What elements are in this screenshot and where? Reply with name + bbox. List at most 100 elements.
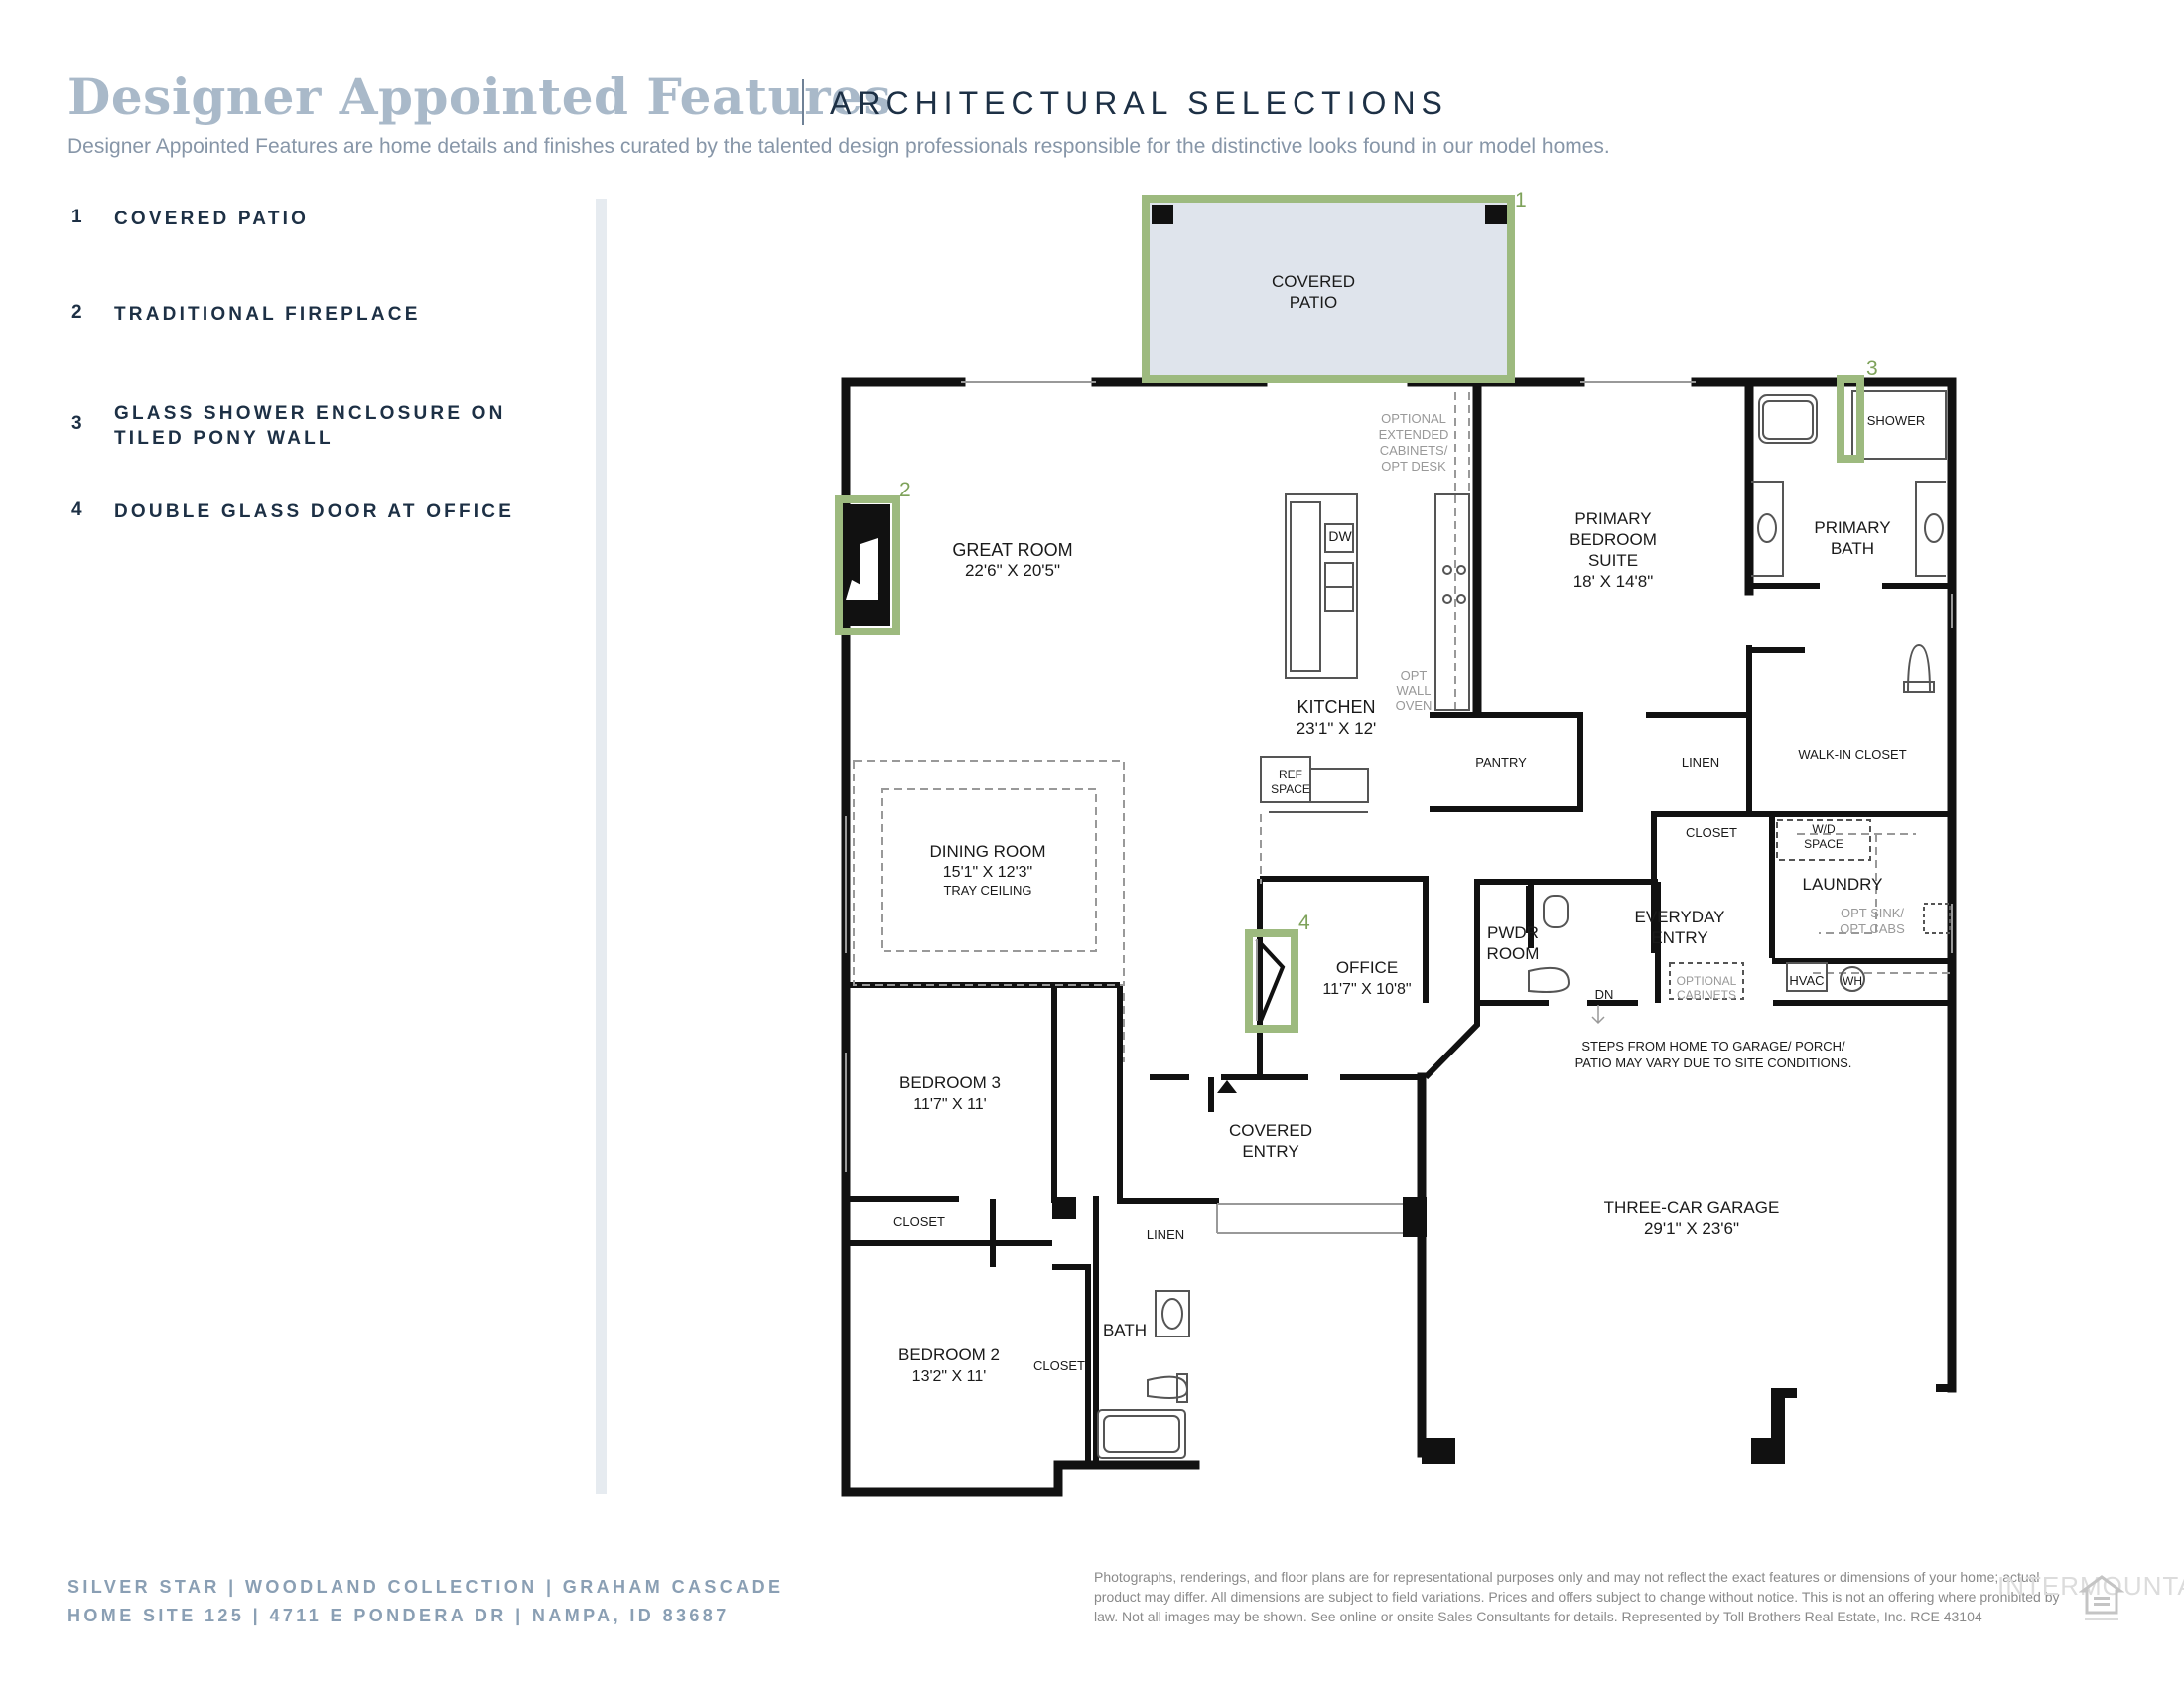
feature-markers: 1 2 3 4 (899, 189, 1878, 934)
label-primary-bath: PRIMARY (1814, 518, 1890, 537)
label-opt-sink: OPT CABS (1840, 921, 1905, 936)
label-bath: BATH (1103, 1321, 1147, 1339)
marker-1: 1 (1515, 189, 1527, 211)
label-primary-suite: SUITE (1588, 551, 1638, 570)
label-covered-entry: COVERED (1229, 1121, 1312, 1140)
label-opt-wall-oven: OPT (1401, 668, 1428, 683)
disclaimer: Photographs, renderings, and floor plans… (1094, 1569, 2060, 1624)
office-glass-door-icon (1255, 937, 1286, 1022)
label-closet-entry: CLOSET (1686, 825, 1737, 840)
kitchen-fixtures (1260, 493, 1470, 813)
label-great-room: GREAT ROOM (952, 540, 1072, 560)
room-labels: COVERED PATIO GREAT ROOM 22'6" X 20'5" O… (893, 272, 1925, 1385)
label-steps-note: STEPS FROM HOME TO GARAGE/ PORCH/ (1581, 1039, 1845, 1054)
label-dining-room: DINING ROOM (929, 842, 1045, 861)
marker-2: 2 (899, 479, 911, 501)
feature-label: GLASS SHOWER ENCLOSURE ON TILED PONY WAL… (114, 403, 506, 449)
label-everyday-entry: EVERYDAY (1634, 908, 1724, 926)
patio-post (1485, 205, 1507, 224)
windows (845, 381, 1953, 1172)
patio-post (1152, 205, 1173, 224)
label-office-dim: 11'7" X 10'8" (1322, 981, 1411, 998)
feature-label: TRADITIONAL FIREPLACE (114, 304, 421, 325)
label-garage-dim: 29'1" X 23'6" (1644, 1219, 1739, 1238)
front-door-marker (1217, 1080, 1237, 1093)
interior-walls (846, 583, 1952, 1468)
wall-post (1403, 1197, 1427, 1237)
label-primary-bath: BATH (1831, 539, 1874, 558)
label-opt-cabinets: CABINETS/ (1380, 443, 1448, 458)
label-opt-wall-oven: OVEN (1396, 698, 1433, 713)
label-covered-entry: ENTRY (1242, 1142, 1298, 1161)
marker-4: 4 (1298, 912, 1310, 934)
toilet-icon (1903, 643, 1935, 693)
label-opt-sink: OPT SINK/ (1841, 906, 1904, 920)
toilet-icon (1543, 895, 1569, 928)
title-divider (802, 79, 804, 125)
highlight-office-door (1245, 929, 1298, 1033)
label-great-room-dim: 22'6" X 20'5" (965, 561, 1060, 580)
label-wh: WH (1843, 974, 1862, 988)
label-primary-suite-dim: 18' X 14'8" (1573, 572, 1654, 591)
label-dining-room-dim: 15'1" X 12'3" (943, 864, 1032, 881)
label-closet-bed3: CLOSET (893, 1214, 945, 1229)
label-ref-space: SPACE (1271, 782, 1310, 796)
label-garage: THREE-CAR GARAGE (1604, 1198, 1780, 1217)
vertical-divider (596, 199, 607, 1494)
label-laundry: LAUNDRY (1803, 875, 1883, 894)
feature-highlights (835, 195, 1864, 1033)
label-hvac: HVAC (1789, 973, 1824, 988)
label-walk-in-closet: WALK-IN CLOSET (1798, 747, 1906, 762)
label-bedroom3-dim: 11'7" X 11' (913, 1096, 986, 1113)
label-shower: SHOWER (1867, 413, 1926, 428)
label-dn: DN (1595, 987, 1614, 1002)
label-tray-ceiling: TRAY CEILING (943, 883, 1031, 898)
page-description: Designer Appointed Features are home det… (68, 135, 1610, 158)
tub-icon (1097, 1409, 1186, 1459)
label-primary-suite: PRIMARY (1574, 509, 1651, 528)
laundry-fixtures (1669, 819, 1951, 1000)
page-subtitle: ARCHITECTURAL SELECTIONS (830, 85, 1448, 121)
equal-housing-icon (2079, 1575, 2124, 1620)
label-opt-cabinets-entry: CABINETS (1677, 988, 1736, 1002)
highlight-covered-patio (1142, 195, 1515, 383)
feature-number: 1 (71, 207, 85, 227)
highlight-shower (1837, 375, 1864, 463)
label-linen-primary: LINEN (1682, 755, 1719, 770)
primary-bath-fixtures (1751, 390, 1947, 577)
feature-label: DOUBLE GLASS DOOR AT OFFICE (114, 501, 515, 522)
label-patio: COVERED (1272, 272, 1355, 291)
label-bedroom2-dim: 13'2" X 11' (912, 1368, 987, 1385)
label-primary-suite: BEDROOM (1570, 530, 1657, 549)
label-ref-space: REF (1279, 768, 1302, 781)
steps-arrow (1591, 1005, 1605, 1025)
label-opt-wall-oven: WALL (1397, 683, 1432, 698)
label-pwdr-room: PWDR (1487, 923, 1539, 942)
label-pwdr-room: ROOM (1487, 944, 1540, 963)
label-linen-hall: LINEN (1147, 1227, 1184, 1242)
label-office: OFFICE (1336, 958, 1398, 977)
garage-front (1422, 1384, 1952, 1464)
label-bedroom2: BEDROOM 2 (898, 1345, 1000, 1364)
label-pantry: PANTRY (1475, 755, 1527, 770)
sink-icon (1155, 1290, 1190, 1337)
label-wd-space: SPACE (1804, 837, 1843, 851)
label-patio: PATIO (1290, 293, 1338, 312)
feature-number: 3 (71, 413, 85, 434)
dashed-lines (853, 392, 1952, 1062)
label-dw: DW (1328, 528, 1352, 544)
feature-number: 2 (71, 302, 85, 323)
label-wd-space: W/D (1812, 822, 1836, 836)
marker-3: 3 (1866, 357, 1878, 380)
page-title: Designer Appointed Features (68, 68, 892, 126)
label-closet-bed2: CLOSET (1033, 1358, 1085, 1373)
entry-opening (1216, 1203, 1403, 1234)
label-steps-note: PATIO MAY VARY DUE TO SITE CONDITIONS. (1575, 1055, 1852, 1070)
label-opt-cabinets: OPT DESK (1381, 459, 1446, 474)
label-kitchen: KITCHEN (1297, 697, 1375, 717)
label-opt-cabinets: EXTENDED (1379, 427, 1449, 442)
toilet-icon (1147, 1373, 1189, 1403)
wall-post (1052, 1197, 1076, 1219)
footer-line-1: SILVER STAR | WOODLAND COLLECTION | GRAH… (68, 1577, 784, 1597)
